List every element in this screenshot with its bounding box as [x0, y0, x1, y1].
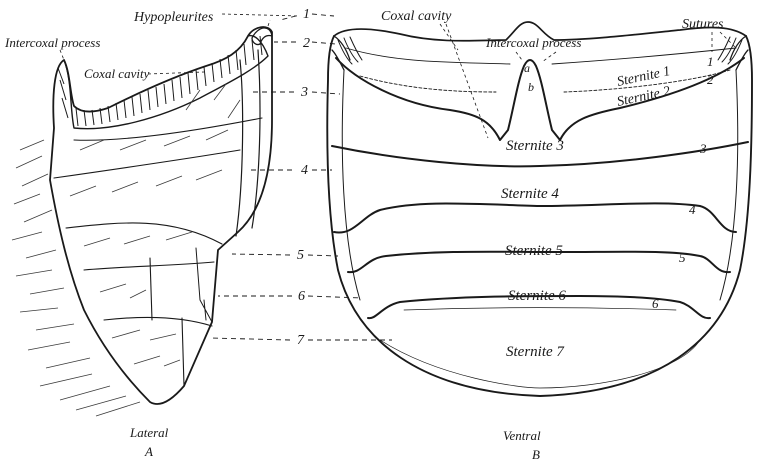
lateral-suture-3 — [74, 118, 262, 140]
segment-leader-5 — [232, 254, 338, 256]
ventral-sternite-6-label: Sternite 6 — [508, 288, 566, 304]
ventral-right-margin — [720, 70, 738, 300]
lateral-hypopleurites-label: Hypopleurites — [133, 10, 214, 25]
ventral-b-label: b — [528, 80, 534, 94]
ventral-suture-2 — [360, 70, 730, 92]
lateral-intercoxal-process-label: Intercoxal process — [4, 35, 100, 50]
segment-number-2: 2 — [303, 36, 310, 51]
ventral-sternite-5-label: Sternite 5 — [505, 243, 563, 259]
ventral-sternite-4-label: Sternite 4 — [501, 186, 559, 202]
ventral-left-margin — [342, 70, 360, 300]
ventral-sternite-7-label: Sternite 7 — [506, 344, 565, 360]
segment-number-5: 5 — [297, 248, 304, 263]
ventral-suture-1 — [346, 48, 736, 64]
ventral-letter: B — [532, 447, 540, 462]
lateral-hypopleurites-leader — [222, 14, 300, 26]
lateral-suture-5 — [66, 223, 222, 244]
ventral-sternite-3-label: Sternite 3 — [506, 138, 564, 154]
lateral-inner-ridge — [196, 248, 212, 322]
lateral-hairs — [12, 84, 240, 416]
segment-number-1: 1 — [303, 7, 310, 22]
segment-leader-6 — [218, 296, 362, 298]
lateral-coxal-cavity-label: Coxal cavity — [84, 66, 150, 81]
ventral-intercoxal-leader — [516, 52, 556, 62]
ventral-a-label: a — [524, 61, 530, 75]
lateral-letter: A — [144, 444, 153, 459]
ventral-inner-line-6 — [404, 308, 676, 310]
ventral-coxal-edge-left — [336, 58, 744, 140]
segment-number-6: 6 — [298, 289, 305, 304]
ventral-suture-4 — [334, 203, 736, 232]
ventral-suture-number-5: 5 — [679, 250, 686, 265]
segment-number-3: 3 — [300, 85, 308, 100]
lateral-suture-7 — [104, 318, 212, 386]
ventral-coxal-cavity-label: Coxal cavity — [381, 9, 452, 24]
ventral-sutures-label: Sutures — [682, 17, 724, 32]
lateral-suture-6 — [84, 258, 214, 320]
lateral-coxal-leader — [148, 72, 204, 74]
ventral-left-rim-curl — [332, 36, 350, 70]
lateral-caption: Lateral — [129, 425, 169, 440]
ventral-suture-number-3: 3 — [699, 141, 707, 156]
lateral-intercoxal-leader — [60, 50, 64, 60]
ventral-suture-number-2: 2 — [707, 72, 714, 87]
lateral-view — [12, 27, 272, 416]
ventral-intercoxal-process-label: Intercoxal process — [485, 35, 581, 50]
ventral-caption: Ventral — [503, 428, 541, 443]
segment-number-4: 4 — [301, 163, 308, 178]
ventral-suture-number-4: 4 — [689, 202, 696, 217]
ventral-suture-number-6: 6 — [652, 296, 659, 311]
ventral-suture-number-1: 1 — [707, 54, 714, 69]
segment-number-7: 7 — [297, 333, 305, 348]
